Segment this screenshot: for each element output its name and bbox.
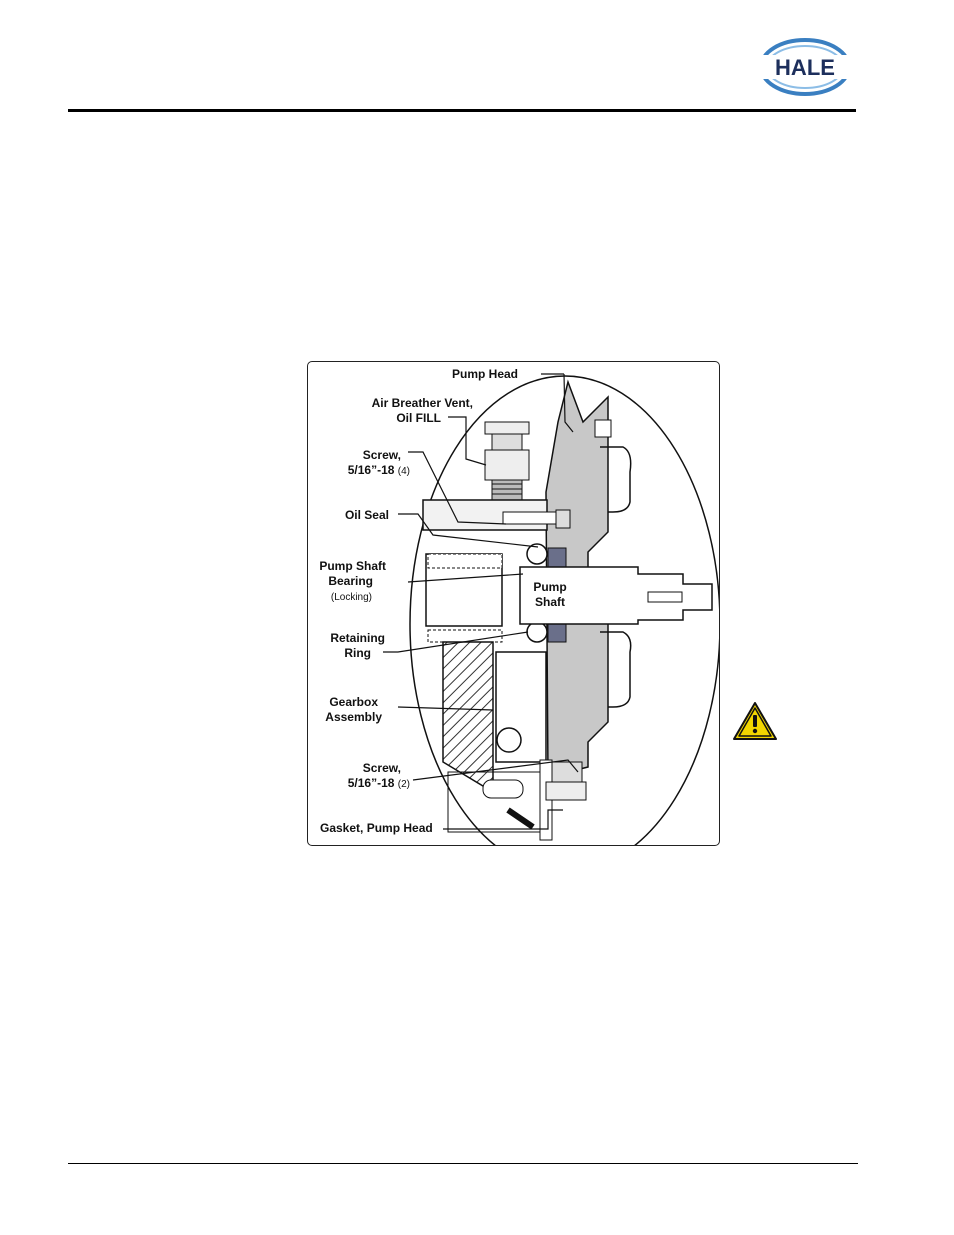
label-bearing-line2: Bearing bbox=[328, 574, 373, 589]
pump-head-figure: Pump Head Air Breather Vent, Oil FILL Sc… bbox=[307, 361, 720, 846]
label-air-breather-line1: Air Breather Vent, bbox=[372, 396, 473, 411]
label-retaining-line2: Ring bbox=[344, 646, 371, 661]
label-air-breather-line2: Oil FILL bbox=[396, 411, 441, 426]
label-bearing-line1: Pump Shaft bbox=[319, 559, 386, 574]
header-rule bbox=[68, 109, 856, 112]
label-screw-bottom-line1: Screw, bbox=[363, 761, 401, 776]
label-screw-top-line2: 5/16”-18 (4) bbox=[348, 463, 410, 479]
label-screw-bottom-qty: (2) bbox=[398, 779, 410, 790]
logo-text: HALE bbox=[775, 55, 835, 80]
label-shaft-line1: Pump bbox=[526, 580, 574, 595]
label-retaining-line1: Retaining bbox=[330, 631, 385, 646]
label-gearbox-line2: Assembly bbox=[325, 710, 382, 725]
label-screw-top-line1: Screw, bbox=[363, 448, 401, 463]
label-gearbox-line1: Gearbox bbox=[329, 695, 378, 710]
label-screw-top-qty: (4) bbox=[398, 466, 410, 477]
footer-rule bbox=[68, 1163, 858, 1164]
label-oil-seal: Oil Seal bbox=[345, 508, 389, 523]
label-screw-bottom-line2: 5/16”-18 (2) bbox=[348, 776, 410, 792]
label-bearing-line3: (Locking) bbox=[331, 590, 372, 605]
label-gasket: Gasket, Pump Head bbox=[320, 821, 433, 836]
warning-triangle-icon bbox=[732, 701, 778, 741]
hale-logo: HALE bbox=[756, 36, 854, 98]
label-pump-head: Pump Head bbox=[452, 367, 518, 382]
label-shaft-line2: Shaft bbox=[526, 595, 574, 610]
